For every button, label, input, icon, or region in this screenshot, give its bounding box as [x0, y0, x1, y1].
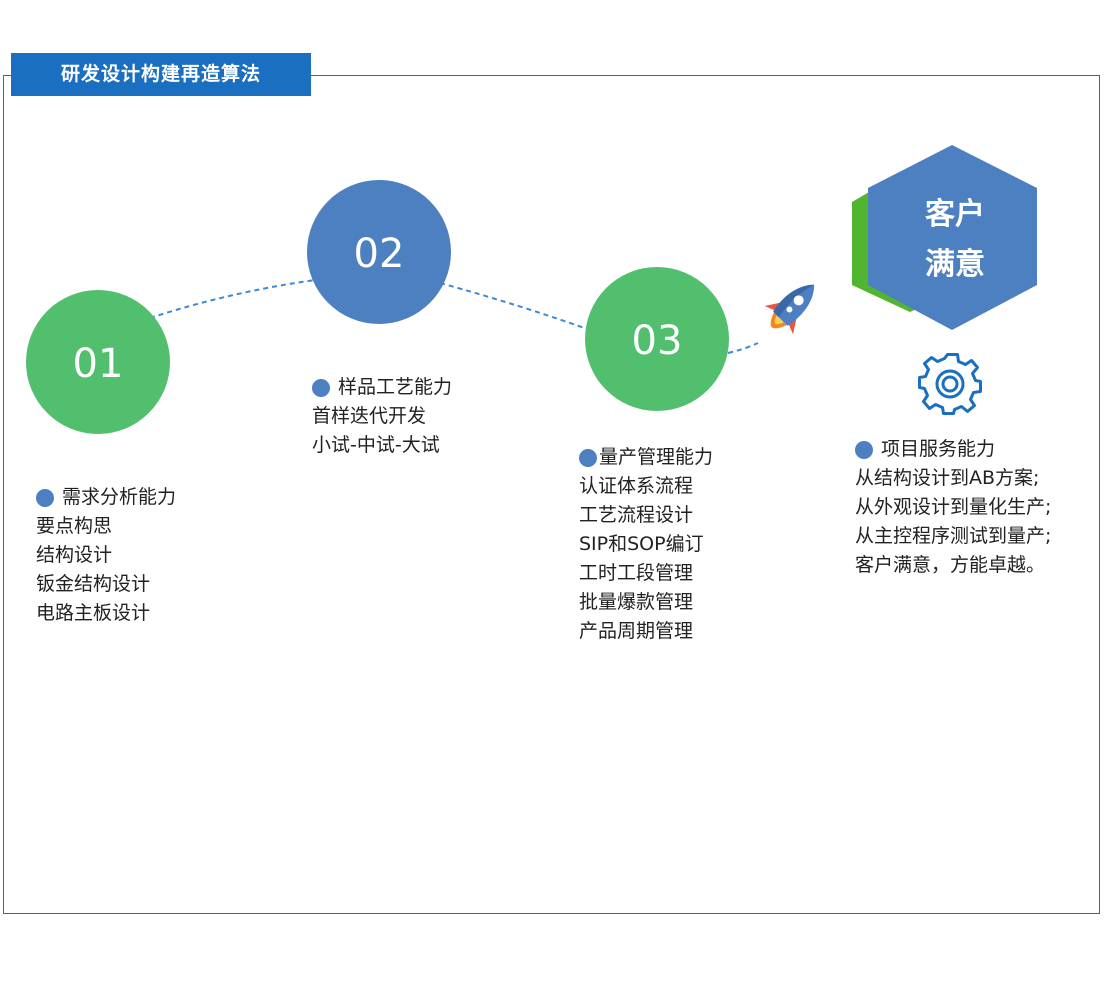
capability-item: 工艺流程设计: [579, 504, 694, 526]
step-circle-01: 01: [26, 290, 170, 434]
step-number-02: 02: [354, 231, 405, 277]
goal-line-1: 客户: [925, 197, 985, 232]
capability-item: 首样迭代开发: [312, 405, 427, 427]
bullet-dot: [312, 378, 330, 397]
bullet-dot: [36, 488, 54, 507]
step-circle-03: 03: [585, 267, 729, 411]
capability-item: 客户满意，方能卓越。: [855, 554, 1046, 576]
capability-item: 电路主板设计: [36, 602, 151, 624]
capability-item: 从外观设计到量化生产;: [855, 496, 1052, 518]
hexagon-main: [868, 145, 1037, 330]
step-circle-02: 02: [307, 180, 451, 324]
dashed-connector: [149, 279, 759, 354]
capability-block-01: 需求分析能力 要点构思 结构设计 钣金结构设计 电路主板设计: [36, 483, 176, 628]
capability-item: 工时工段管理: [579, 562, 694, 584]
capability-item: 产品周期管理: [579, 620, 694, 642]
capability-heading: 项目服务能力: [881, 438, 996, 460]
capability-block-03: 量产管理能力 认证体系流程 工艺流程设计 SIP和SOP编订 工时工段管理 批量…: [579, 443, 713, 646]
gear-icon: [918, 353, 982, 415]
capability-item: 从结构设计到AB方案;: [855, 467, 1040, 489]
capability-item: 要点构思: [36, 515, 113, 537]
step-number-03: 03: [632, 318, 683, 364]
bullet-dot: [579, 448, 597, 467]
goal-line-2: 满意: [925, 247, 985, 282]
capability-heading: 量产管理能力: [599, 446, 714, 468]
bullet-dot: [855, 440, 873, 459]
capability-item: 从主控程序测试到量产;: [855, 525, 1052, 547]
capability-item: 批量爆款管理: [579, 591, 694, 613]
capability-item: 结构设计: [36, 544, 113, 566]
rocket-icon: [764, 284, 815, 335]
capability-heading: 需求分析能力: [62, 486, 177, 508]
section-title: 研发设计构建再造算法: [11, 53, 311, 96]
goal-hexagon: 客户 满意: [852, 145, 1037, 330]
step-number-01: 01: [73, 341, 124, 387]
capability-item: 钣金结构设计: [36, 573, 151, 595]
capability-item: SIP和SOP编订: [579, 533, 704, 555]
capability-heading: 样品工艺能力: [338, 376, 453, 398]
capability-block-04: 项目服务能力 从结构设计到AB方案; 从外观设计到量化生产; 从主控程序测试到量…: [855, 435, 1051, 580]
capability-block-02: 样品工艺能力 首样迭代开发 小试-中试-大试: [312, 373, 452, 460]
content-frame: [3, 75, 1100, 914]
capability-item: 认证体系流程: [579, 475, 694, 497]
capability-item: 小试-中试-大试: [312, 434, 440, 456]
